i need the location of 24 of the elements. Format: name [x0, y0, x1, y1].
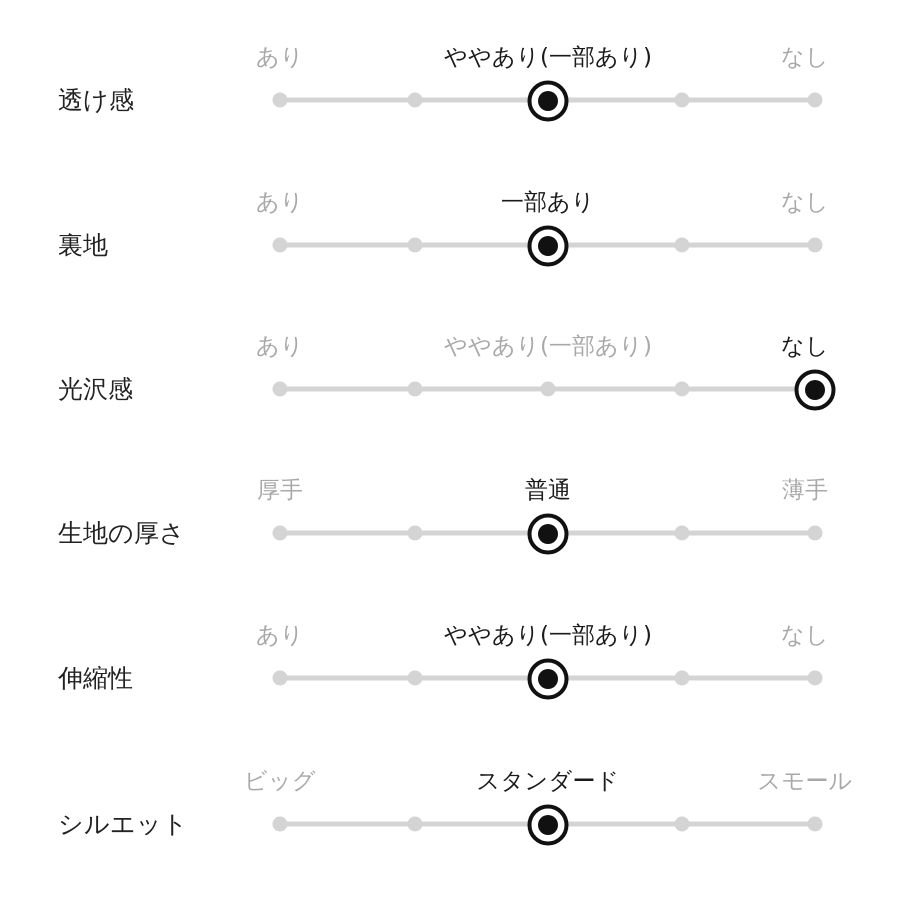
scale-label: あり — [256, 332, 304, 362]
scale-label: あり — [256, 622, 304, 650]
row-label: 透け感 — [58, 84, 134, 116]
scale-label: あり — [256, 44, 304, 72]
scale-label: 普通 — [525, 476, 571, 506]
row-label: 光沢感 — [58, 374, 133, 406]
scale-label: ややあり(一部あり) — [444, 44, 652, 72]
row-label: 伸縮性 — [58, 662, 133, 694]
scale-label: なし — [781, 622, 829, 650]
scale-label: スモール — [758, 768, 852, 796]
scale-label: ビッグ — [244, 768, 316, 796]
scale-label: なし — [781, 188, 829, 218]
scale-label: ややあり(一部あり) — [444, 332, 652, 362]
scale-label: スタンダード — [476, 768, 620, 796]
scale-label: なし — [781, 44, 829, 72]
scale-label: 一部あり — [501, 188, 595, 218]
scale-label: なし — [781, 332, 829, 362]
scale-label: ややあり(一部あり) — [444, 622, 652, 650]
scale-label: あり — [256, 188, 304, 218]
row-label: 生地の厚さ — [58, 518, 185, 550]
scale-label: 薄手 — [782, 476, 828, 506]
row-label: シルエット — [58, 808, 188, 840]
scale-label: 厚手 — [257, 476, 303, 506]
row-label: 裏地 — [58, 230, 108, 262]
